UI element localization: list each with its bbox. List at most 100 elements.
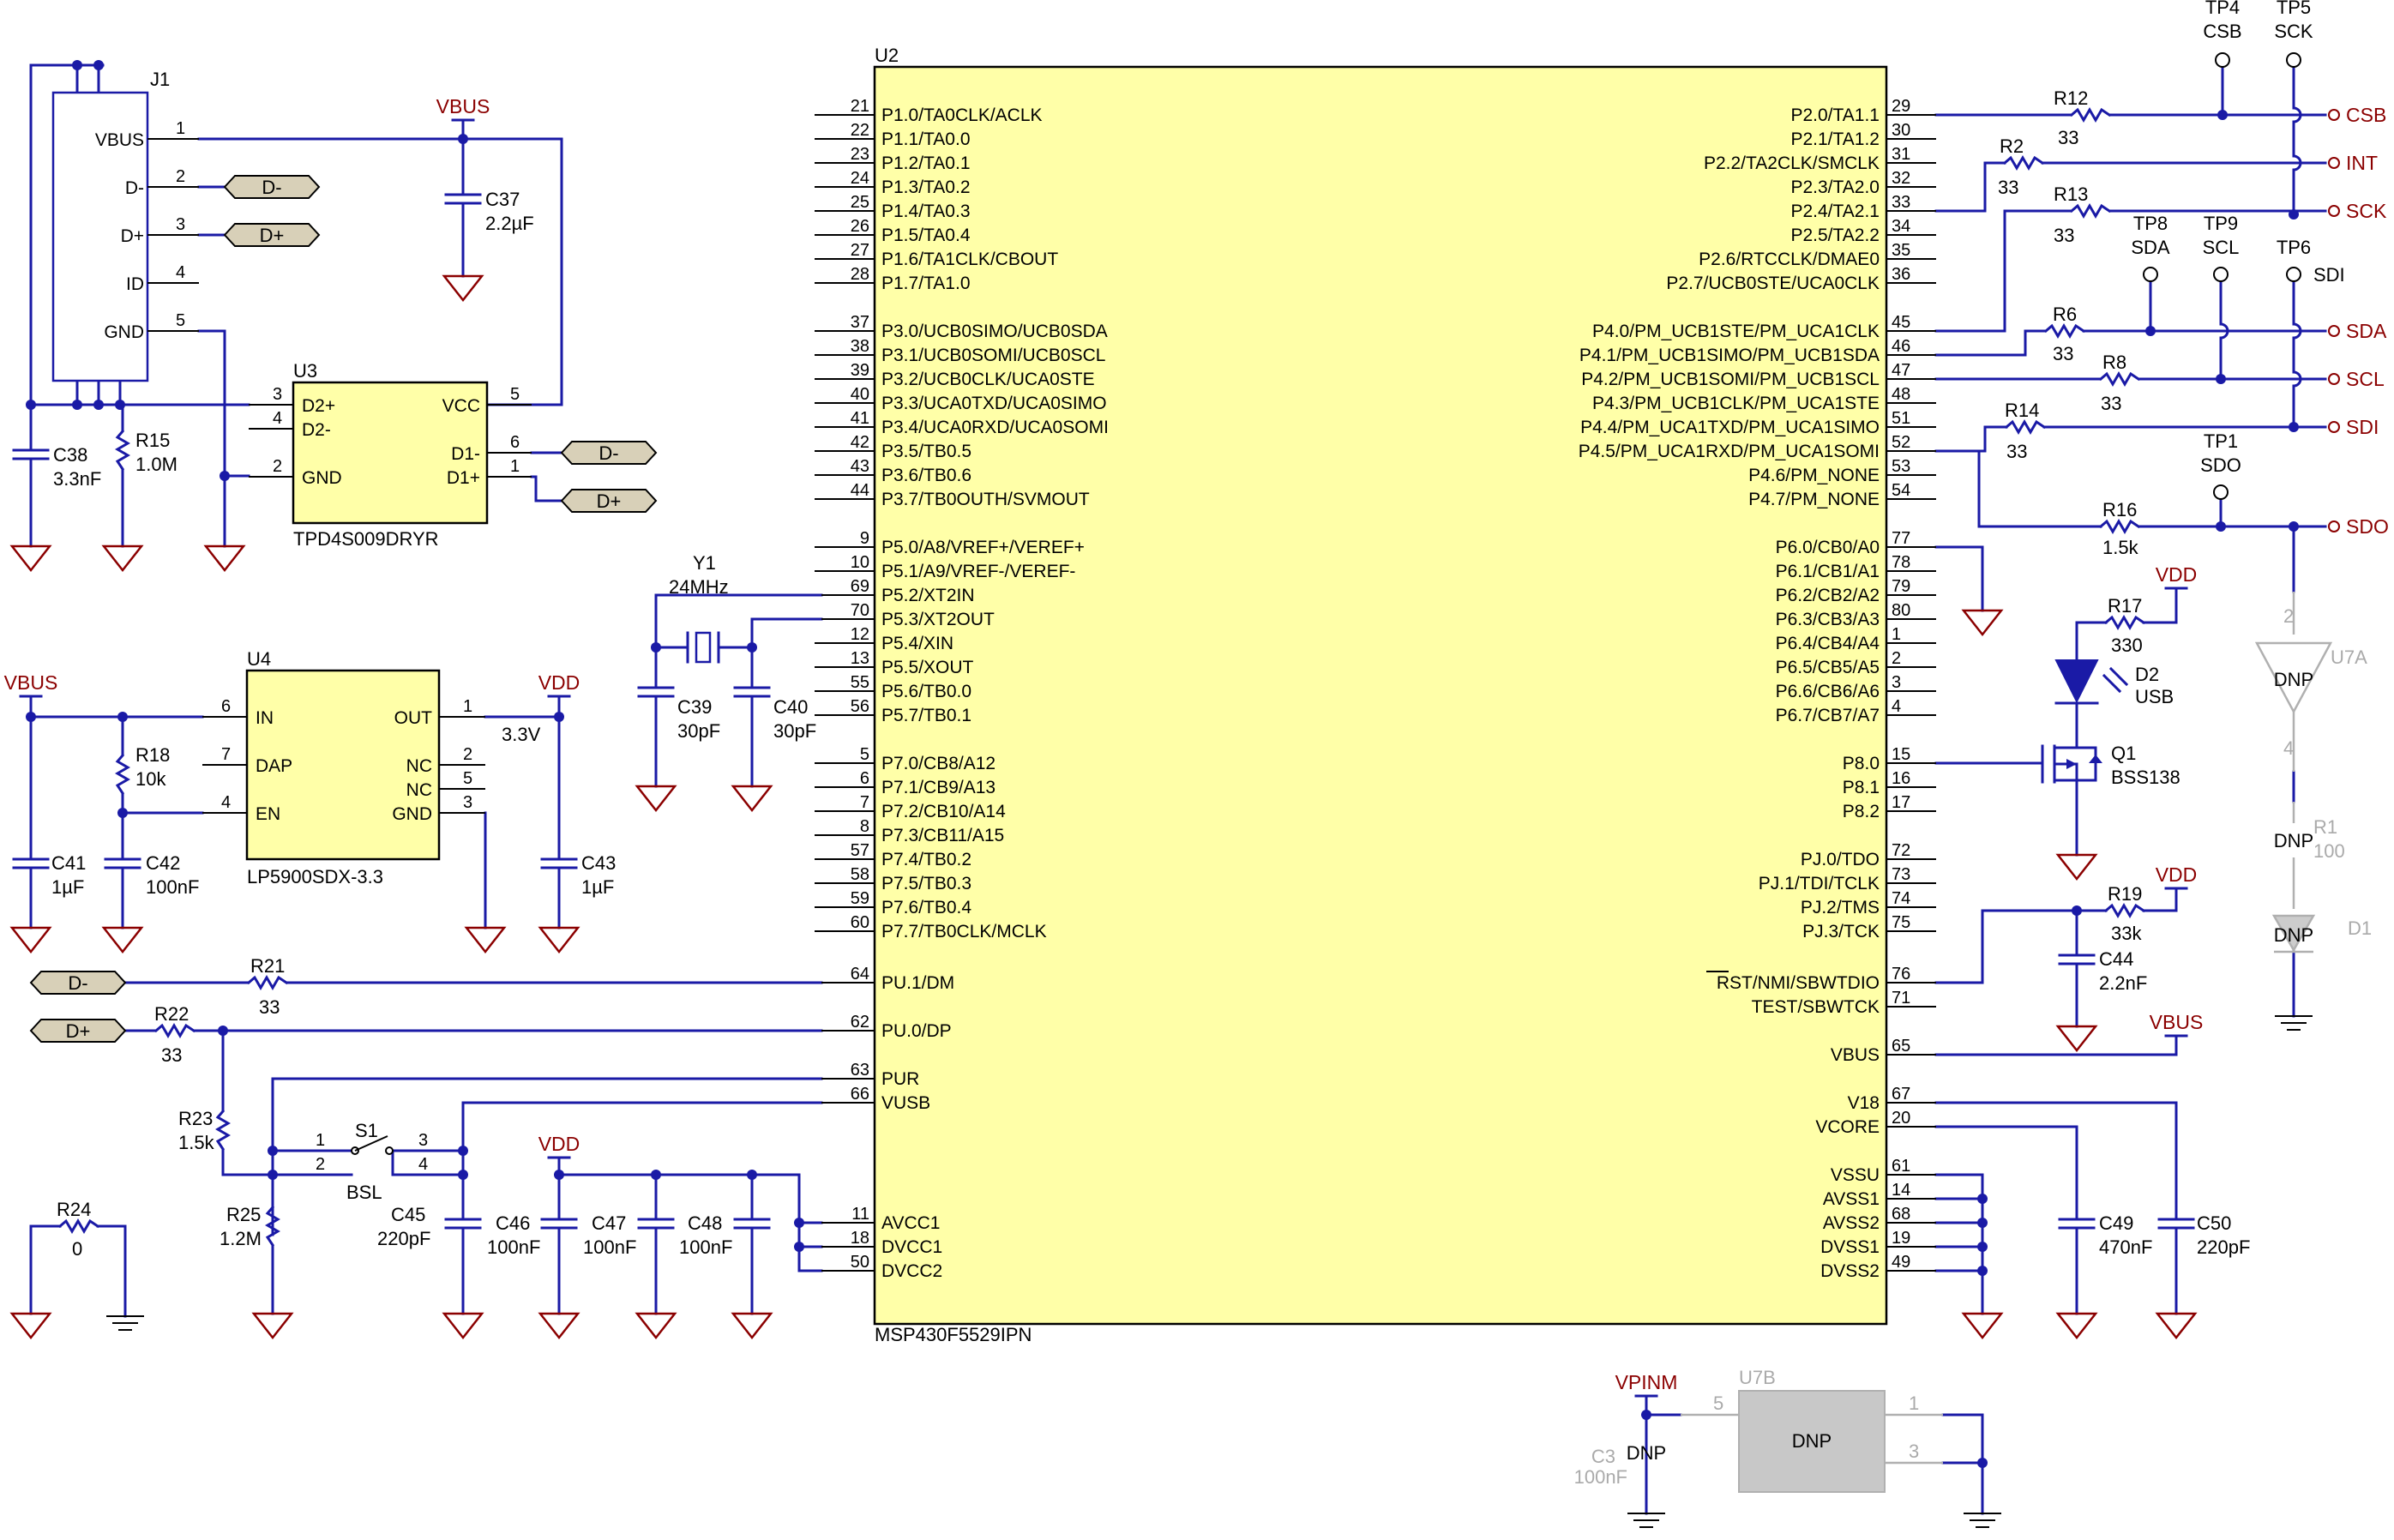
u2-pin-number: 15 — [1892, 745, 1910, 764]
u2-pin-name: P6.1/CB1/A1 — [1776, 562, 1880, 581]
u4-pin-number: 1 — [463, 697, 472, 716]
junction-dot — [2289, 422, 2299, 432]
u2-pin-name: PJ.3/TCK — [1802, 922, 1880, 941]
u2-pin-name: P5.6/TB0.0 — [881, 682, 971, 701]
tp6-net: SDI — [2313, 264, 2345, 286]
c49-value: 470nF — [2099, 1236, 2152, 1258]
u7b-earth — [1964, 1490, 2001, 1528]
r19-refdes: R19 — [2108, 883, 2142, 905]
c38-value: 3.3nF — [53, 468, 101, 490]
u2-pin-name: P1.0/TA0CLK/ACLK — [881, 105, 1043, 125]
tp9-testpoint — [2213, 267, 2229, 282]
j1-dminus-flag — [223, 175, 321, 199]
u2-pin-number: 79 — [1892, 577, 1910, 596]
s1-lever — [354, 1135, 388, 1152]
u3-pin-name: D2- — [302, 420, 331, 440]
int-offpage — [2328, 157, 2340, 169]
u2-pin-number: 80 — [1892, 601, 1910, 620]
j1-pin-number: 2 — [176, 167, 185, 186]
r24-earth — [106, 1293, 144, 1331]
int-net-label: INT — [2346, 152, 2378, 174]
u2-pin-number: 26 — [851, 217, 869, 236]
u2-pin-name: P2.1/TA1.2 — [1790, 129, 1880, 149]
u2-pin-number: 62 — [851, 1013, 869, 1032]
ground-triangle — [538, 1312, 580, 1340]
r6-value: 33 — [2053, 343, 2073, 364]
u2-pin-number: 44 — [851, 481, 869, 500]
r1-dnp-label: DNP — [2274, 830, 2313, 851]
ground-triangle — [2055, 1312, 2098, 1340]
wire — [530, 475, 563, 502]
u2-pin-name: DVCC2 — [881, 1261, 942, 1281]
junction-dot — [1977, 1458, 1988, 1468]
ground-triangle — [2155, 1312, 2198, 1340]
rst-vdd-label: VDD — [2156, 863, 2198, 886]
c38-ground — [9, 526, 52, 573]
q1-refdes: Q1 — [2111, 743, 2136, 764]
c39-ground — [635, 766, 677, 813]
r16-resistor — [2098, 519, 2141, 534]
r8-refdes: R8 — [2102, 352, 2126, 373]
r6-resistor — [2043, 323, 2086, 339]
c40-ground — [731, 766, 773, 813]
r25-value: 1.2M — [220, 1228, 262, 1249]
u2-pin-name: VCORE — [1815, 1117, 1880, 1137]
decoupling-ground — [731, 1293, 773, 1340]
wires — [26, 60, 2327, 1494]
dm-flag — [29, 971, 127, 995]
ground-triangle — [9, 926, 52, 954]
r8-value: 33 — [2101, 393, 2121, 414]
u2-pin-number: 55 — [851, 673, 869, 692]
r25-resistor — [265, 1205, 280, 1248]
r8-resistor — [2098, 371, 2141, 387]
u2-pin-name: P4.1/PM_UCB1SIMO/PM_UCB1SDA — [1579, 346, 1880, 365]
tp5-net: SCK — [2274, 21, 2313, 42]
u4-pin-number: 2 — [463, 745, 472, 764]
tp1-net: SDO — [2200, 454, 2241, 476]
s1-contact — [385, 1146, 394, 1155]
c47-value: 100nF — [583, 1236, 636, 1258]
c40-refdes: C40 — [773, 696, 808, 718]
tp4-testpoint — [2215, 52, 2230, 68]
c37-ground — [442, 256, 484, 303]
ground-triangle — [101, 926, 144, 954]
u3-pin-name: GND — [302, 468, 342, 488]
u4-pin-number: 7 — [221, 745, 231, 764]
u4-pin-number: 4 — [221, 793, 231, 812]
u2-pin-number: 66 — [851, 1085, 869, 1104]
u2-pin-number: 73 — [1892, 865, 1910, 884]
u2-pin-name: P1.4/TA0.3 — [881, 202, 971, 221]
u2-pin-number: 60 — [851, 913, 869, 932]
r24-value: 0 — [72, 1238, 82, 1260]
c41-ground — [9, 907, 52, 954]
u2-pin-number: 30 — [1892, 121, 1910, 140]
u2-pin-number: 69 — [851, 577, 869, 596]
u2-pin-number: 32 — [1892, 169, 1910, 188]
u2-pin-name: P3.7/TB0OUTH/SVMOUT — [881, 490, 1090, 509]
test-point-circle — [2213, 267, 2229, 282]
r13-value: 33 — [2054, 225, 2074, 246]
u2-pin-name: P4.7/PM_NONE — [1748, 490, 1880, 509]
u4-body — [245, 669, 441, 861]
u2-pin-name: P2.5/TA2.2 — [1790, 226, 1880, 245]
u2-pin-name: DVSS1 — [1820, 1237, 1880, 1257]
r22-refdes: R22 — [154, 1003, 189, 1025]
r12-value: 33 — [2058, 127, 2078, 148]
r6-refdes: R6 — [2053, 304, 2077, 325]
j1-body — [51, 91, 149, 382]
u2-pin-number: 77 — [1892, 529, 1910, 548]
c42-refdes: C42 — [146, 852, 180, 874]
u2-pin-name: DVSS2 — [1820, 1261, 1880, 1281]
u7b-pin: 3 — [1909, 1441, 1919, 1462]
u2-pin-name: P5.3/XT2OUT — [881, 610, 995, 629]
u2-pin-number: 78 — [1892, 553, 1910, 572]
r17-value: 330 — [2111, 635, 2143, 656]
q1-part: BSS138 — [2111, 767, 2180, 788]
u2-pin-name: V18 — [1848, 1093, 1880, 1113]
u2-pin-number: 28 — [851, 265, 869, 284]
d1-earth — [2275, 993, 2313, 1031]
u2-pin-name: P5.1/A9/VREF-/VEREF- — [881, 562, 1075, 581]
u2-pin-number: 59 — [851, 889, 869, 908]
d2-refdes: D2 — [2135, 664, 2159, 685]
